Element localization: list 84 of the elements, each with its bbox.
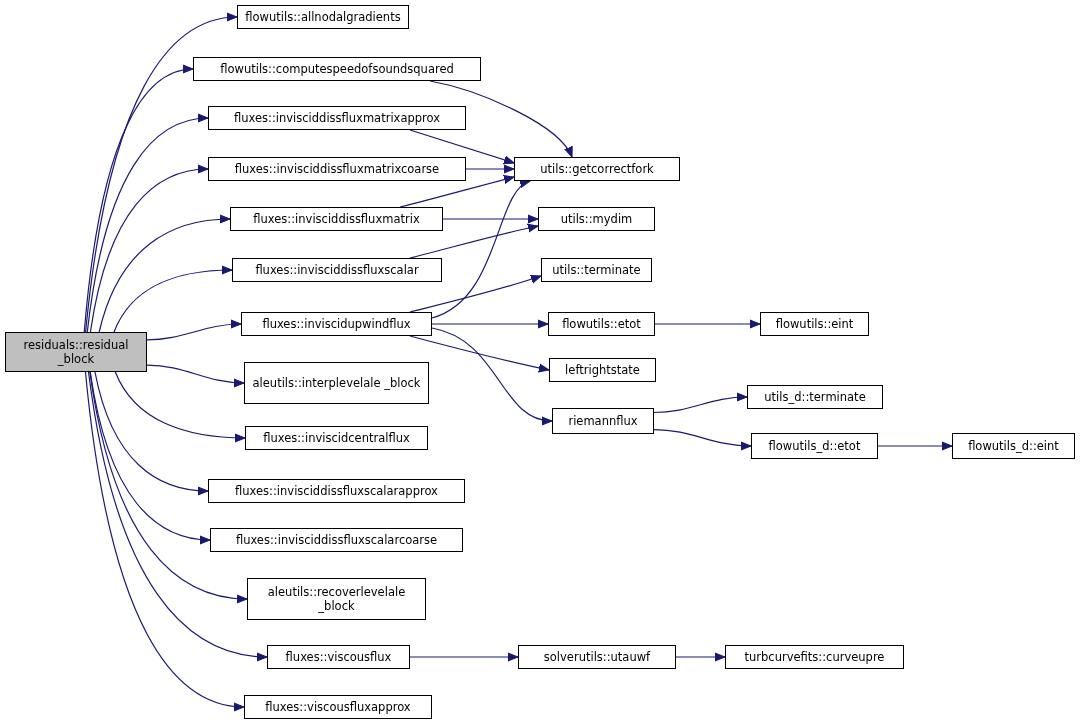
function-box bbox=[267, 645, 410, 669]
function-name: fluxes::inviscidupwindflux bbox=[262, 317, 411, 331]
function-name: aleutils::interplevelale _block bbox=[252, 376, 421, 390]
function-name: residuals::residual _block bbox=[22, 338, 130, 366]
function-name: leftrightstate bbox=[565, 363, 640, 377]
function-box bbox=[725, 645, 904, 669]
arrow bbox=[114, 371, 246, 443]
function-box bbox=[230, 207, 443, 231]
function-name: flowutils_d::etot bbox=[768, 439, 861, 453]
function-box bbox=[208, 106, 466, 130]
arrow bbox=[877, 441, 953, 451]
function-name: utils::getcorrectfork bbox=[540, 162, 654, 176]
arrow bbox=[146, 319, 242, 341]
function-box bbox=[747, 385, 883, 409]
function-name: flowutils::allnodalgradients bbox=[245, 10, 401, 24]
arrow bbox=[675, 652, 726, 662]
function-box bbox=[514, 157, 680, 181]
function-box bbox=[247, 578, 426, 620]
function-box bbox=[518, 645, 676, 669]
function-box bbox=[237, 5, 409, 29]
function-box bbox=[245, 426, 428, 450]
arrow bbox=[399, 175, 515, 208]
arrow bbox=[89, 165, 209, 333]
arrow bbox=[85, 13, 238, 333]
function-box bbox=[552, 408, 654, 434]
function-name: flowutils_d::eint bbox=[968, 439, 1059, 453]
arrow bbox=[87, 371, 268, 661]
function-name: fluxes::invisciddissfluxmatrixcoarse bbox=[234, 162, 440, 176]
function-name: utils_d::terminate bbox=[764, 390, 866, 404]
function-name: turbcurvefits::curveupre bbox=[744, 650, 885, 664]
arrow bbox=[89, 371, 248, 603]
function-box bbox=[538, 207, 655, 231]
function-name: utils::terminate bbox=[552, 263, 641, 277]
function-box bbox=[244, 695, 432, 719]
function-box bbox=[244, 362, 429, 404]
function-box bbox=[210, 528, 463, 552]
arrow bbox=[409, 335, 550, 373]
function-box bbox=[208, 479, 465, 503]
arrow bbox=[653, 392, 748, 414]
function-box bbox=[208, 157, 466, 181]
arrow bbox=[83, 65, 194, 333]
function-name: aleutils::recoverlevelale _block bbox=[266, 585, 407, 613]
function-box bbox=[193, 57, 481, 81]
arrow bbox=[409, 274, 542, 313]
function-box bbox=[549, 358, 656, 382]
function-name: flowutils::computespeedofsoundsquared bbox=[220, 62, 454, 76]
function-name: fluxes::invisciddissfluxmatrixapprox bbox=[234, 111, 440, 125]
arrow bbox=[431, 180, 531, 319]
arrow bbox=[86, 114, 209, 333]
arrow bbox=[653, 429, 752, 451]
function-name: flowutils::eint bbox=[775, 317, 854, 331]
function-name: fluxes::viscousfluxapprox bbox=[265, 700, 411, 714]
arrow bbox=[442, 214, 539, 224]
function-name: riemannflux bbox=[568, 414, 638, 428]
function-box bbox=[241, 312, 432, 336]
arrow bbox=[98, 214, 231, 333]
arrow bbox=[84, 371, 245, 711]
arrow bbox=[431, 327, 553, 425]
arrow bbox=[409, 223, 539, 259]
arrow bbox=[409, 129, 515, 165]
function-name: fluxes::viscousflux bbox=[285, 650, 392, 664]
arrow bbox=[654, 319, 761, 329]
function-name: fluxes::invisciddissfluxscalarcoarse bbox=[235, 533, 438, 547]
arrow bbox=[113, 265, 233, 333]
arrow bbox=[431, 319, 549, 329]
function-name: utils::mydim bbox=[560, 212, 633, 226]
function-box bbox=[232, 258, 442, 282]
function-box bbox=[952, 433, 1075, 459]
function-name: solverutils::utauwf bbox=[543, 650, 651, 664]
arrow bbox=[429, 80, 573, 158]
function-box bbox=[548, 312, 655, 336]
function-name: fluxes::invisciddissfluxscalarapprox bbox=[235, 484, 438, 498]
function-box bbox=[541, 258, 652, 282]
function-box bbox=[5, 332, 147, 372]
arrow bbox=[146, 364, 245, 388]
function-name: flowutils::etot bbox=[562, 317, 641, 331]
function-name: fluxes::inviscidcentralflux bbox=[263, 431, 410, 445]
arrow bbox=[465, 164, 515, 174]
function-name: fluxes::invisciddissfluxmatrix bbox=[253, 212, 420, 226]
function-box bbox=[760, 312, 869, 336]
arrow bbox=[94, 371, 209, 495]
function-box bbox=[751, 433, 878, 459]
arrow bbox=[409, 652, 519, 662]
function-name: fluxes::invisciddissfluxscalar bbox=[255, 263, 419, 277]
